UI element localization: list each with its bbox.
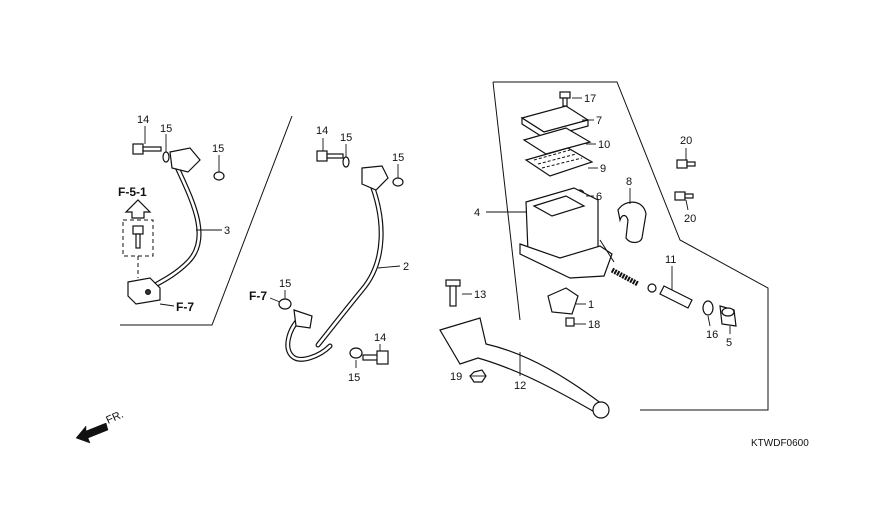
brake-lever-12 (439, 317, 610, 419)
label-5: 5 (726, 337, 732, 349)
diaphragm-9 (524, 147, 594, 177)
label-17: 17 (584, 93, 596, 105)
reservoir-cap-7 (520, 105, 590, 139)
bolt-14a (132, 143, 162, 155)
label-14c: 14 (374, 332, 386, 344)
label-4: 4 (474, 207, 480, 219)
label-15e: 15 (279, 278, 291, 290)
right-section-frame (493, 81, 769, 411)
label-15f: 15 (348, 372, 360, 384)
seal-16 (702, 300, 714, 316)
washer-15f (349, 347, 363, 359)
plate-10 (522, 127, 592, 155)
diagram-code: KTWDF0600 (751, 438, 809, 449)
front-direction-indicator: FR. (75, 409, 125, 444)
label-7: 7 (596, 115, 602, 127)
pivot-bolt-13 (445, 279, 461, 307)
label-14a: 14 (137, 114, 149, 126)
label-14b: 14 (316, 125, 328, 137)
right-frame-edge (492, 81, 521, 321)
label-15a: 15 (160, 123, 172, 135)
label-15d: 15 (392, 152, 404, 164)
washer-15e (278, 298, 292, 310)
label-1: 1 (588, 299, 594, 311)
washer-15a (162, 151, 170, 163)
screw-18 (565, 317, 575, 327)
bolt-14b (316, 150, 344, 162)
ref-f-7-mid: F-7 (249, 289, 267, 303)
label-2: 2 (403, 261, 409, 273)
label-15b: 15 (212, 143, 224, 155)
arrow-up-icon (124, 199, 152, 219)
arrow-front-icon (75, 422, 109, 444)
washer-15c (342, 156, 350, 168)
label-20a: 20 (680, 135, 692, 147)
washer-15d (392, 177, 404, 187)
label-8: 8 (626, 176, 632, 188)
label-6: 6 (596, 191, 602, 203)
label-12: 12 (514, 380, 526, 392)
bolt-14c (362, 350, 389, 365)
label-18: 18 (588, 319, 600, 331)
ref-f-7-left: F-7 (176, 300, 194, 314)
label-3: 3 (224, 225, 230, 237)
brake-hose-3 (127, 147, 202, 305)
brake-hose-2 (285, 165, 389, 362)
washer-15b (213, 171, 225, 181)
bolt-20b (674, 191, 694, 201)
label-20b: 20 (684, 213, 696, 225)
left-section-frame (120, 115, 293, 326)
master-cylinder-body-4 (519, 187, 615, 279)
label-10: 10 (598, 139, 610, 151)
bolt-20a (676, 159, 696, 169)
holder-8 (617, 201, 647, 244)
switch-1 (547, 287, 579, 315)
label-15c: 15 (340, 132, 352, 144)
piston-set-11 (610, 267, 693, 309)
label-19: 19 (450, 371, 462, 383)
boot-5 (719, 305, 737, 327)
bolt-17 (559, 91, 571, 107)
label-13: 13 (474, 289, 486, 301)
label-16: 16 (706, 329, 718, 341)
label-9: 9 (600, 163, 606, 175)
direction-label: FR. (104, 409, 125, 427)
reference-bolt (122, 219, 154, 278)
label-11: 11 (665, 254, 676, 266)
ref-f-5-1: F-5-1 (118, 185, 147, 199)
